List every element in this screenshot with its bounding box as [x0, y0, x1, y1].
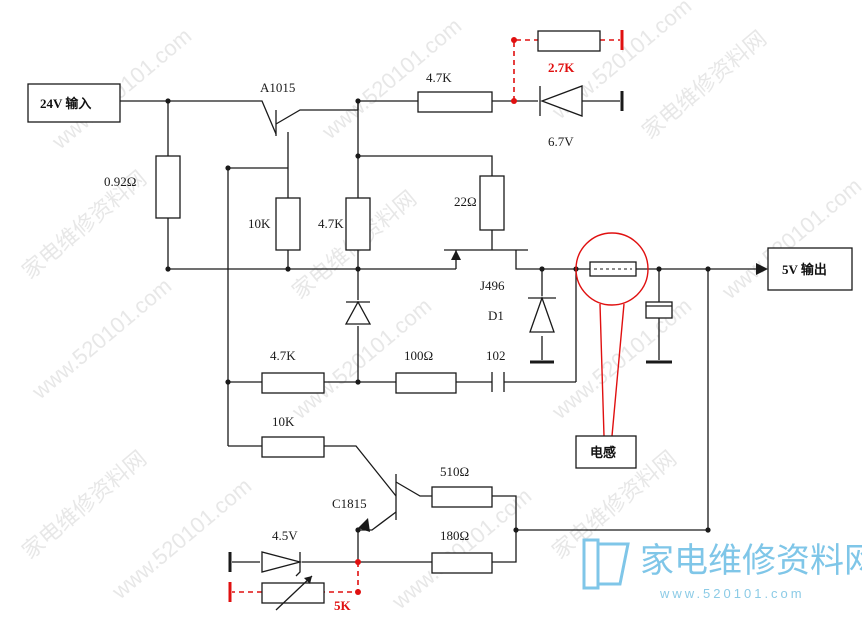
- potentiometer-arrowhead: [304, 576, 312, 584]
- output-capacitor: [645, 301, 673, 319]
- inductor-label: 电感: [590, 445, 616, 460]
- resistor-180: [431, 552, 493, 574]
- output-box: [767, 247, 853, 291]
- zener-top-label: 6.7V: [548, 134, 574, 149]
- diode-d1: [528, 296, 556, 333]
- npn-label: C1815: [332, 496, 367, 511]
- r-4k7-mid-label: 4.7K: [318, 216, 344, 231]
- zener-diode-top: [539, 85, 583, 117]
- watermark-text: www.520101.com: [546, 293, 696, 424]
- resistor-sense: [155, 155, 181, 219]
- diode-d1-label: D1: [488, 308, 504, 323]
- r-red-top-label: 2.7K: [548, 60, 575, 75]
- fet-label: J496: [480, 278, 505, 293]
- resistor-100: [395, 372, 457, 394]
- watermark-text: www.520101.com: [106, 473, 256, 604]
- resistor-2k7-mod: [537, 30, 601, 52]
- output-arrow: [756, 263, 768, 275]
- fet-arrow: [451, 250, 461, 260]
- r-100-label: 100Ω: [404, 348, 433, 363]
- resistor-4k7-top: [417, 91, 493, 113]
- input-box: [27, 83, 121, 123]
- logo-mark-icon: [582, 538, 600, 590]
- r-sense-label: 0.92Ω: [104, 174, 136, 189]
- logo-text-url: www.520101.com: [659, 586, 805, 601]
- r-10k-low-label: 10K: [272, 414, 295, 429]
- input-label: 24V 输入: [40, 96, 91, 111]
- cap-102-label: 102: [486, 348, 506, 363]
- watermark-text: www.520101.com: [26, 273, 176, 404]
- r-22-label: 22Ω: [454, 194, 477, 209]
- inductor-pointer: [599, 303, 625, 437]
- site-logo: 家电维修资料网 www.520101.com: [582, 538, 862, 601]
- resistor-10k-low: [261, 436, 325, 458]
- inductor-callout-box: [575, 435, 637, 469]
- r-4k7-low-label: 4.7K: [270, 348, 296, 363]
- resistor-4k7-low: [261, 372, 325, 394]
- r-10k-top-label: 10K: [248, 216, 271, 231]
- r-510-label: 510Ω: [440, 464, 469, 479]
- potentiometer-5k: [261, 582, 325, 604]
- zener-diode-mid: [344, 300, 372, 325]
- output-label: 5V 输出: [782, 262, 827, 277]
- watermark-text-cn: 家电维修资料网: [17, 446, 151, 564]
- potentiometer-arrow: [275, 575, 313, 611]
- resistor-510: [431, 486, 493, 508]
- resistor-22: [479, 175, 505, 231]
- junction-dots: [165, 37, 711, 595]
- resistor-10k-base: [275, 197, 301, 251]
- pnp-label: A1015: [260, 80, 295, 95]
- logo-text-cn: 家电维修资料网: [640, 541, 862, 581]
- ground-symbols: [228, 30, 672, 602]
- zener-diode-low: [261, 551, 303, 577]
- resistor-4k7-mid: [345, 197, 371, 251]
- capacitor-102: [491, 372, 505, 392]
- npn-emitter-arrow: [358, 518, 370, 532]
- pot-red-label: 5K: [334, 598, 352, 613]
- zener-low-label: 4.5V: [272, 528, 298, 543]
- r-180-label: 180Ω: [440, 528, 469, 543]
- inductor-highlight-circle: [575, 232, 649, 306]
- r-4k7-top-label: 4.7K: [426, 70, 452, 85]
